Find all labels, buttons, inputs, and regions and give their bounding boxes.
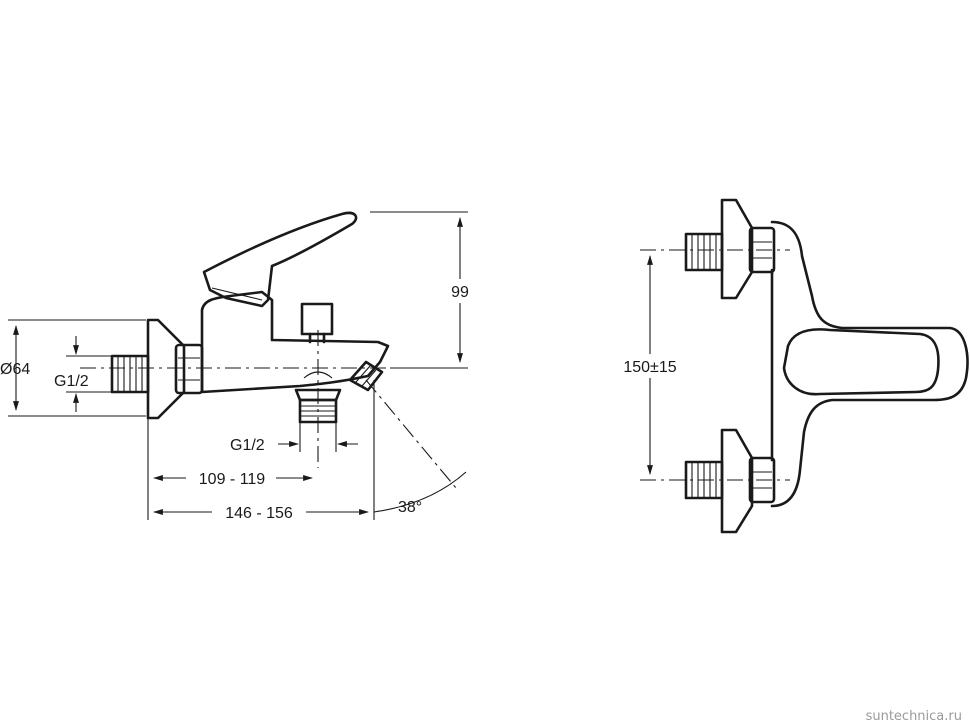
diameter-label: Ø64 [0, 361, 30, 378]
lower-flange [720, 428, 754, 534]
height-label: 99 [451, 284, 469, 301]
inlet-thread-label: G1/2 [54, 373, 89, 390]
watermark: suntechnica.ru [865, 709, 962, 724]
lever-handle [202, 211, 358, 308]
side-view [80, 211, 467, 520]
total-depth-dimension [153, 500, 369, 522]
depth-to-outlet-dimension [147, 418, 313, 520]
front-view [640, 198, 969, 534]
spout-angle-label: 38° [398, 499, 422, 516]
mixer-body [200, 290, 390, 394]
center-distance-dimension [612, 255, 688, 475]
connector-nut [174, 343, 204, 395]
total-depth-label: 146 - 156 [225, 505, 293, 522]
center-distance-label: 150±15 [623, 359, 676, 376]
mixer-body-front [770, 220, 969, 508]
lever-front [782, 328, 940, 396]
outlet-thread-dimension [278, 422, 358, 452]
upper-flange [720, 198, 754, 300]
inlet-thread [110, 354, 150, 394]
diverter-knob [300, 302, 334, 344]
spout-outlet [348, 360, 384, 392]
upper-inlet-thread [684, 232, 724, 272]
wall-flange [146, 318, 186, 420]
inlet-thread-dimension [66, 336, 112, 412]
outlet-thread-label: G1/2 [230, 437, 265, 454]
diameter-dimension [8, 319, 146, 417]
depth-to-outlet-label: 109 - 119 [199, 471, 266, 488]
height-dimension [370, 211, 476, 369]
